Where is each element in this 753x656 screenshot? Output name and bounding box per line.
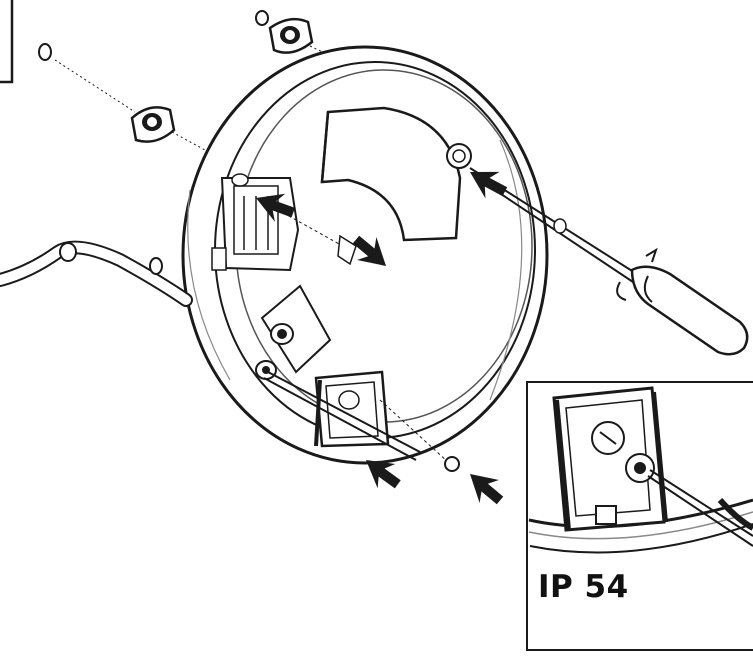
frame-corner — [0, 0, 14, 84]
arrow-icon — [459, 463, 510, 512]
ip-rating-label: IP 54 — [538, 569, 629, 605]
inset-detail — [526, 381, 753, 651]
terminal-block — [211, 173, 300, 272]
assembly-guide-line — [54, 59, 136, 113]
assembly-guide-line — [171, 131, 206, 151]
housing-cutout — [320, 106, 462, 242]
mounting-hole-right — [446, 143, 472, 169]
grommet-left — [130, 106, 176, 143]
grommet-top — [268, 17, 314, 54]
mounting-screw-bottom — [263, 371, 460, 472]
mounting-bracket — [255, 284, 332, 380]
washer-top-left — [38, 43, 52, 61]
power-cable — [0, 240, 193, 307]
screw-mount-bottom — [314, 370, 390, 448]
washer-top — [255, 10, 269, 26]
